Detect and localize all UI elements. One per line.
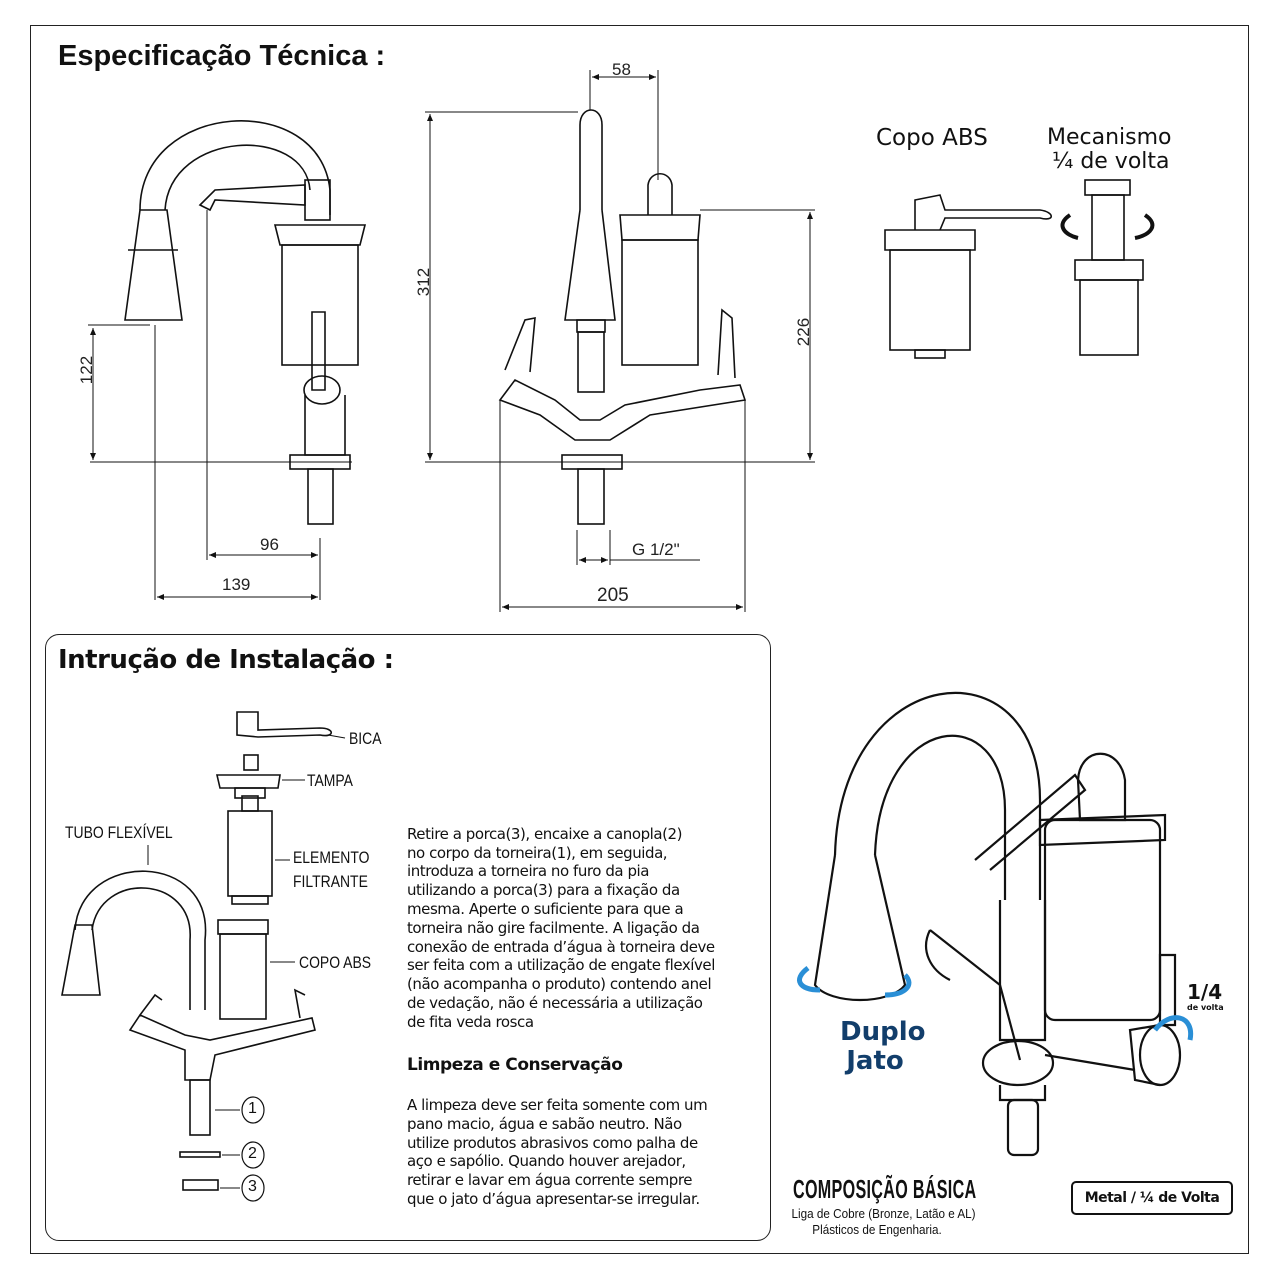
product-illustration <box>813 691 1182 1157</box>
label-bica: BICA <box>349 729 382 748</box>
rotate-arrow-icon <box>884 973 912 998</box>
dim-205: 205 <box>597 585 629 606</box>
installation-instructions: Retire a porca(3), encaixe a canopla(2) … <box>407 824 715 1031</box>
jato-text: Jato <box>846 1046 904 1076</box>
cleaning-title: Limpeza e Conservação <box>407 1055 623 1076</box>
rotate-arrow-icon <box>797 966 821 993</box>
dim-226: 226 <box>794 317 814 347</box>
label-tubo-flexivel: TUBO FLEXÍVEL <box>65 823 173 842</box>
material-badge: Metal / ¼ de Volta <box>1071 1181 1233 1215</box>
quarter-turn-sublabel: de volta <box>1187 1003 1224 1012</box>
outer-frame <box>30 25 1249 1254</box>
dim-96: 96 <box>260 535 279 554</box>
composition-title: COMPOSIÇÃO BÁSICA <box>793 1174 977 1204</box>
part-number-1: 1 <box>248 1100 257 1117</box>
composition-line-1: Liga de Cobre (Bronze, Latão e AL) <box>791 1206 976 1221</box>
dimension-lines-front <box>425 70 815 612</box>
instructions-block: Retire a porca(3), encaixe a canopla(2) … <box>407 806 772 1228</box>
duplo-jato-label: Duplo Jato <box>840 1017 926 1076</box>
dim-122: 122 <box>77 355 97 385</box>
rotation-arrows <box>797 966 1194 1041</box>
front-view-faucet-drawing <box>498 109 747 525</box>
install-title: Intrução de Instalação : <box>58 645 394 675</box>
exploded-view-drawing <box>61 711 346 1202</box>
side-view-faucet-drawing <box>124 120 367 525</box>
mechanism-label-2: ¼ de volta <box>1052 149 1170 174</box>
label-copo-abs: COPO ABS <box>299 953 372 972</box>
dim-139: 139 <box>222 575 251 594</box>
cleaning-instructions: A limpeza deve ser feita somente com um … <box>407 1095 708 1208</box>
dimension-lines-side <box>88 210 352 600</box>
copo-abs-label: Copo ABS <box>876 125 988 151</box>
rotate-arrow-icon <box>1153 1015 1194 1041</box>
composition-line-2: Plásticos de Engenharia. <box>812 1222 942 1237</box>
installation-panel <box>45 634 771 1241</box>
mechanism-drawing <box>1060 179 1155 356</box>
label-elemento: ELEMENTO <box>293 848 370 867</box>
spec-title: Especificação Técnica : <box>58 40 386 72</box>
mechanism-label-1: Mecanismo <box>1047 125 1172 150</box>
composition-details: Liga de Cobre (Bronze, Latão e AL) Plást… <box>791 1206 976 1238</box>
duplo-text: Duplo <box>840 1017 926 1047</box>
label-filtrante: FILTRANTE <box>293 872 368 891</box>
dim-312: 312 <box>414 267 434 297</box>
quarter-turn-label: 1/4 <box>1187 980 1223 1004</box>
dim-g12: G 1/2" <box>632 540 680 559</box>
dim-58: 58 <box>612 60 631 79</box>
copo-abs-drawing <box>884 194 1053 359</box>
part-number-2: 2 <box>248 1145 257 1162</box>
label-tampa: TAMPA <box>307 771 353 790</box>
part-number-3: 3 <box>248 1178 257 1195</box>
